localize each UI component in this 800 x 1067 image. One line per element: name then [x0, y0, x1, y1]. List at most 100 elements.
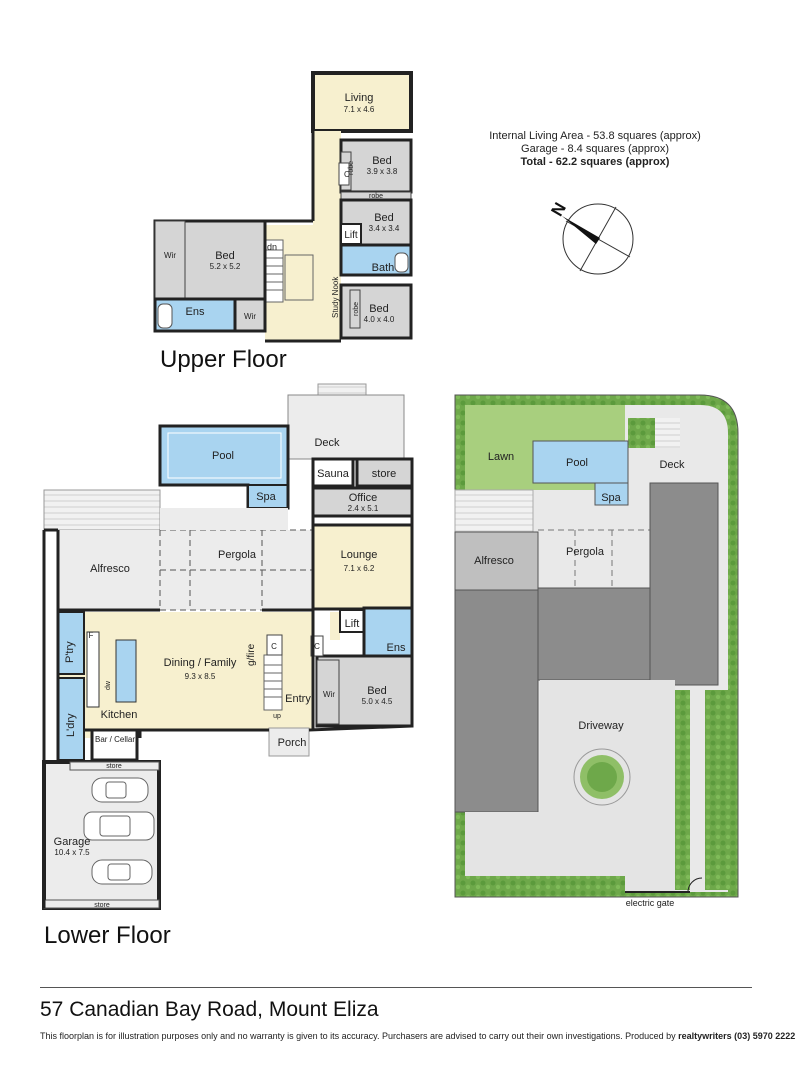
lower-lounge-dims: 7.1 x 6.2 [344, 564, 375, 573]
lower-bar-label: Bar / Cellar [95, 735, 135, 744]
upper-robe1-label: robe [348, 161, 355, 175]
upper-bathtub [394, 252, 409, 273]
producer-credit: realtywriters (03) 5970 2222 [678, 1031, 796, 1041]
upper-bed2-label: Bed [374, 212, 394, 224]
site-pool-label: Pool [566, 457, 588, 469]
site-alfresco-label: Alfresco [474, 555, 514, 567]
lower-floor-plan [42, 383, 414, 910]
upper-floor-title: Upper Floor [160, 346, 287, 373]
lower-office-dims: 2.4 x 5.1 [348, 504, 379, 513]
lower-alfresco-label: Alfresco [90, 563, 130, 575]
lower-wir-label: Wir [323, 690, 335, 699]
site-gate-label: electric gate [626, 898, 675, 908]
site-deck-label: Deck [659, 459, 685, 471]
site-roof-alfresco [454, 531, 539, 591]
lower-dw-label: dw [105, 680, 112, 690]
lower-garage-label: Garage [54, 836, 91, 848]
lower-up-label: up [273, 713, 281, 720]
lower-store-bottom-label: store [94, 902, 110, 909]
upper-main-bed-label: Bed [215, 250, 235, 262]
site-spa-label: Spa [601, 492, 621, 504]
upper-bed1-dims: 3.9 x 3.8 [367, 167, 398, 176]
site-roof-middle [537, 587, 651, 681]
lower-bed-label: Bed [367, 685, 387, 697]
lower-floor-labels: Pool Spa Deck Sauna store Office 2.4 x 5… [54, 437, 406, 909]
upper-ens-label: Ens [186, 306, 205, 318]
upper-robe2-label: robe [369, 193, 383, 200]
lower-ens-label: Ens [387, 642, 406, 654]
lower-kitchen-bench [86, 631, 100, 708]
lower-stair [263, 654, 283, 711]
site-roof-main [454, 589, 539, 813]
divider [40, 987, 752, 988]
garage-cars [83, 777, 155, 885]
lower-cupboard-1 [266, 634, 283, 656]
lower-garage-dims: 10.4 x 7.5 [54, 848, 90, 857]
lower-bed-dims: 5.0 x 4.5 [362, 697, 393, 706]
internal-living-area: Internal Living Area - 53.8 squares (app… [489, 130, 701, 142]
upper-dn-label: dn [267, 242, 277, 252]
upper-stair [265, 239, 314, 303]
lower-ptry-label: P'try [64, 641, 76, 663]
total-area: Total - 62.2 squares (approx) [520, 156, 670, 168]
upper-floor-labels: Living 7.1 x 4.6 Bed 3.9 x 3.8 C robe ro… [164, 92, 400, 324]
site-pergola-label: Pergola [566, 546, 605, 558]
lower-kitchen-label: Kitchen [101, 709, 138, 721]
site-roof-east [649, 482, 719, 686]
upper-robe3-label: robe [353, 302, 360, 316]
site-lawn-label: Lawn [488, 451, 514, 463]
lower-left-deck [43, 489, 161, 531]
lower-porch [268, 727, 310, 757]
lower-entry-label: Entry [285, 693, 311, 705]
upper-living-dims: 7.1 x 4.6 [344, 105, 375, 114]
upper-bed2-dims: 3.4 x 3.4 [369, 224, 400, 233]
upper-wir-1 [154, 220, 186, 300]
site-pool [532, 440, 629, 484]
site-labels: Lawn Pool Spa Deck Alfresco Pergola Driv… [474, 451, 685, 908]
lower-f-label: F [89, 631, 94, 640]
upper-wir1-label: Wir [164, 251, 176, 260]
upper-living-room [311, 71, 413, 133]
lower-c1-label: C [271, 642, 277, 651]
lower-c2-label: C [314, 642, 320, 651]
upper-living-label: Living [345, 92, 374, 104]
upper-study-nook-label: Study Nook [331, 276, 340, 318]
upper-cupboard [338, 162, 350, 186]
lower-gfire-label: g/fire [246, 643, 257, 666]
lower-garage-store-top [69, 761, 160, 771]
lower-dining-label: Dining / Family [164, 657, 237, 669]
property-address: 57 Canadian Bay Road, Mount Eliza [40, 998, 379, 1021]
site-driveway-label: Driveway [578, 720, 624, 732]
upper-ens-tub [157, 303, 173, 329]
lower-sauna-label: Sauna [317, 468, 350, 480]
upper-bath-label: Bath [372, 262, 395, 274]
disclaimer: This floorplan is for illustration purpo… [40, 1031, 795, 1041]
upper-wir2-label: Wir [244, 312, 256, 321]
site-plan [454, 394, 739, 898]
lower-wir [316, 659, 340, 725]
lower-store-label: store [372, 468, 396, 480]
upper-c1-label: C [344, 170, 350, 179]
lower-deck [287, 394, 405, 460]
upper-bed3-dims: 4.0 x 4.0 [364, 315, 395, 324]
lower-office-label: Office [349, 492, 378, 504]
upper-bed3-label: Bed [369, 303, 389, 315]
lower-store-1 [355, 457, 414, 488]
lower-kitchen-island [115, 639, 137, 703]
upper-floor-plan [153, 71, 413, 343]
upper-bed1-label: Bed [372, 155, 392, 167]
lower-spa-label: Spa [256, 491, 276, 503]
compass-icon: N [547, 199, 634, 275]
garage-area: Garage - 8.4 squares (approx) [521, 143, 669, 155]
lower-pergola-label: Pergola [218, 549, 257, 561]
disclaimer-text: This floorplan is for illustration purpo… [40, 1031, 679, 1041]
upper-lift-label: Lift [344, 230, 358, 241]
lower-lounge-label: Lounge [341, 549, 378, 561]
lower-office [311, 486, 414, 518]
lower-deck-label: Deck [314, 437, 340, 449]
upper-wir-2 [233, 297, 267, 333]
lower-dining-dims: 9.3 x 8.5 [185, 672, 216, 681]
lower-ldry-label: L'dry [65, 713, 77, 737]
lower-lift-label: Lift [345, 618, 360, 630]
